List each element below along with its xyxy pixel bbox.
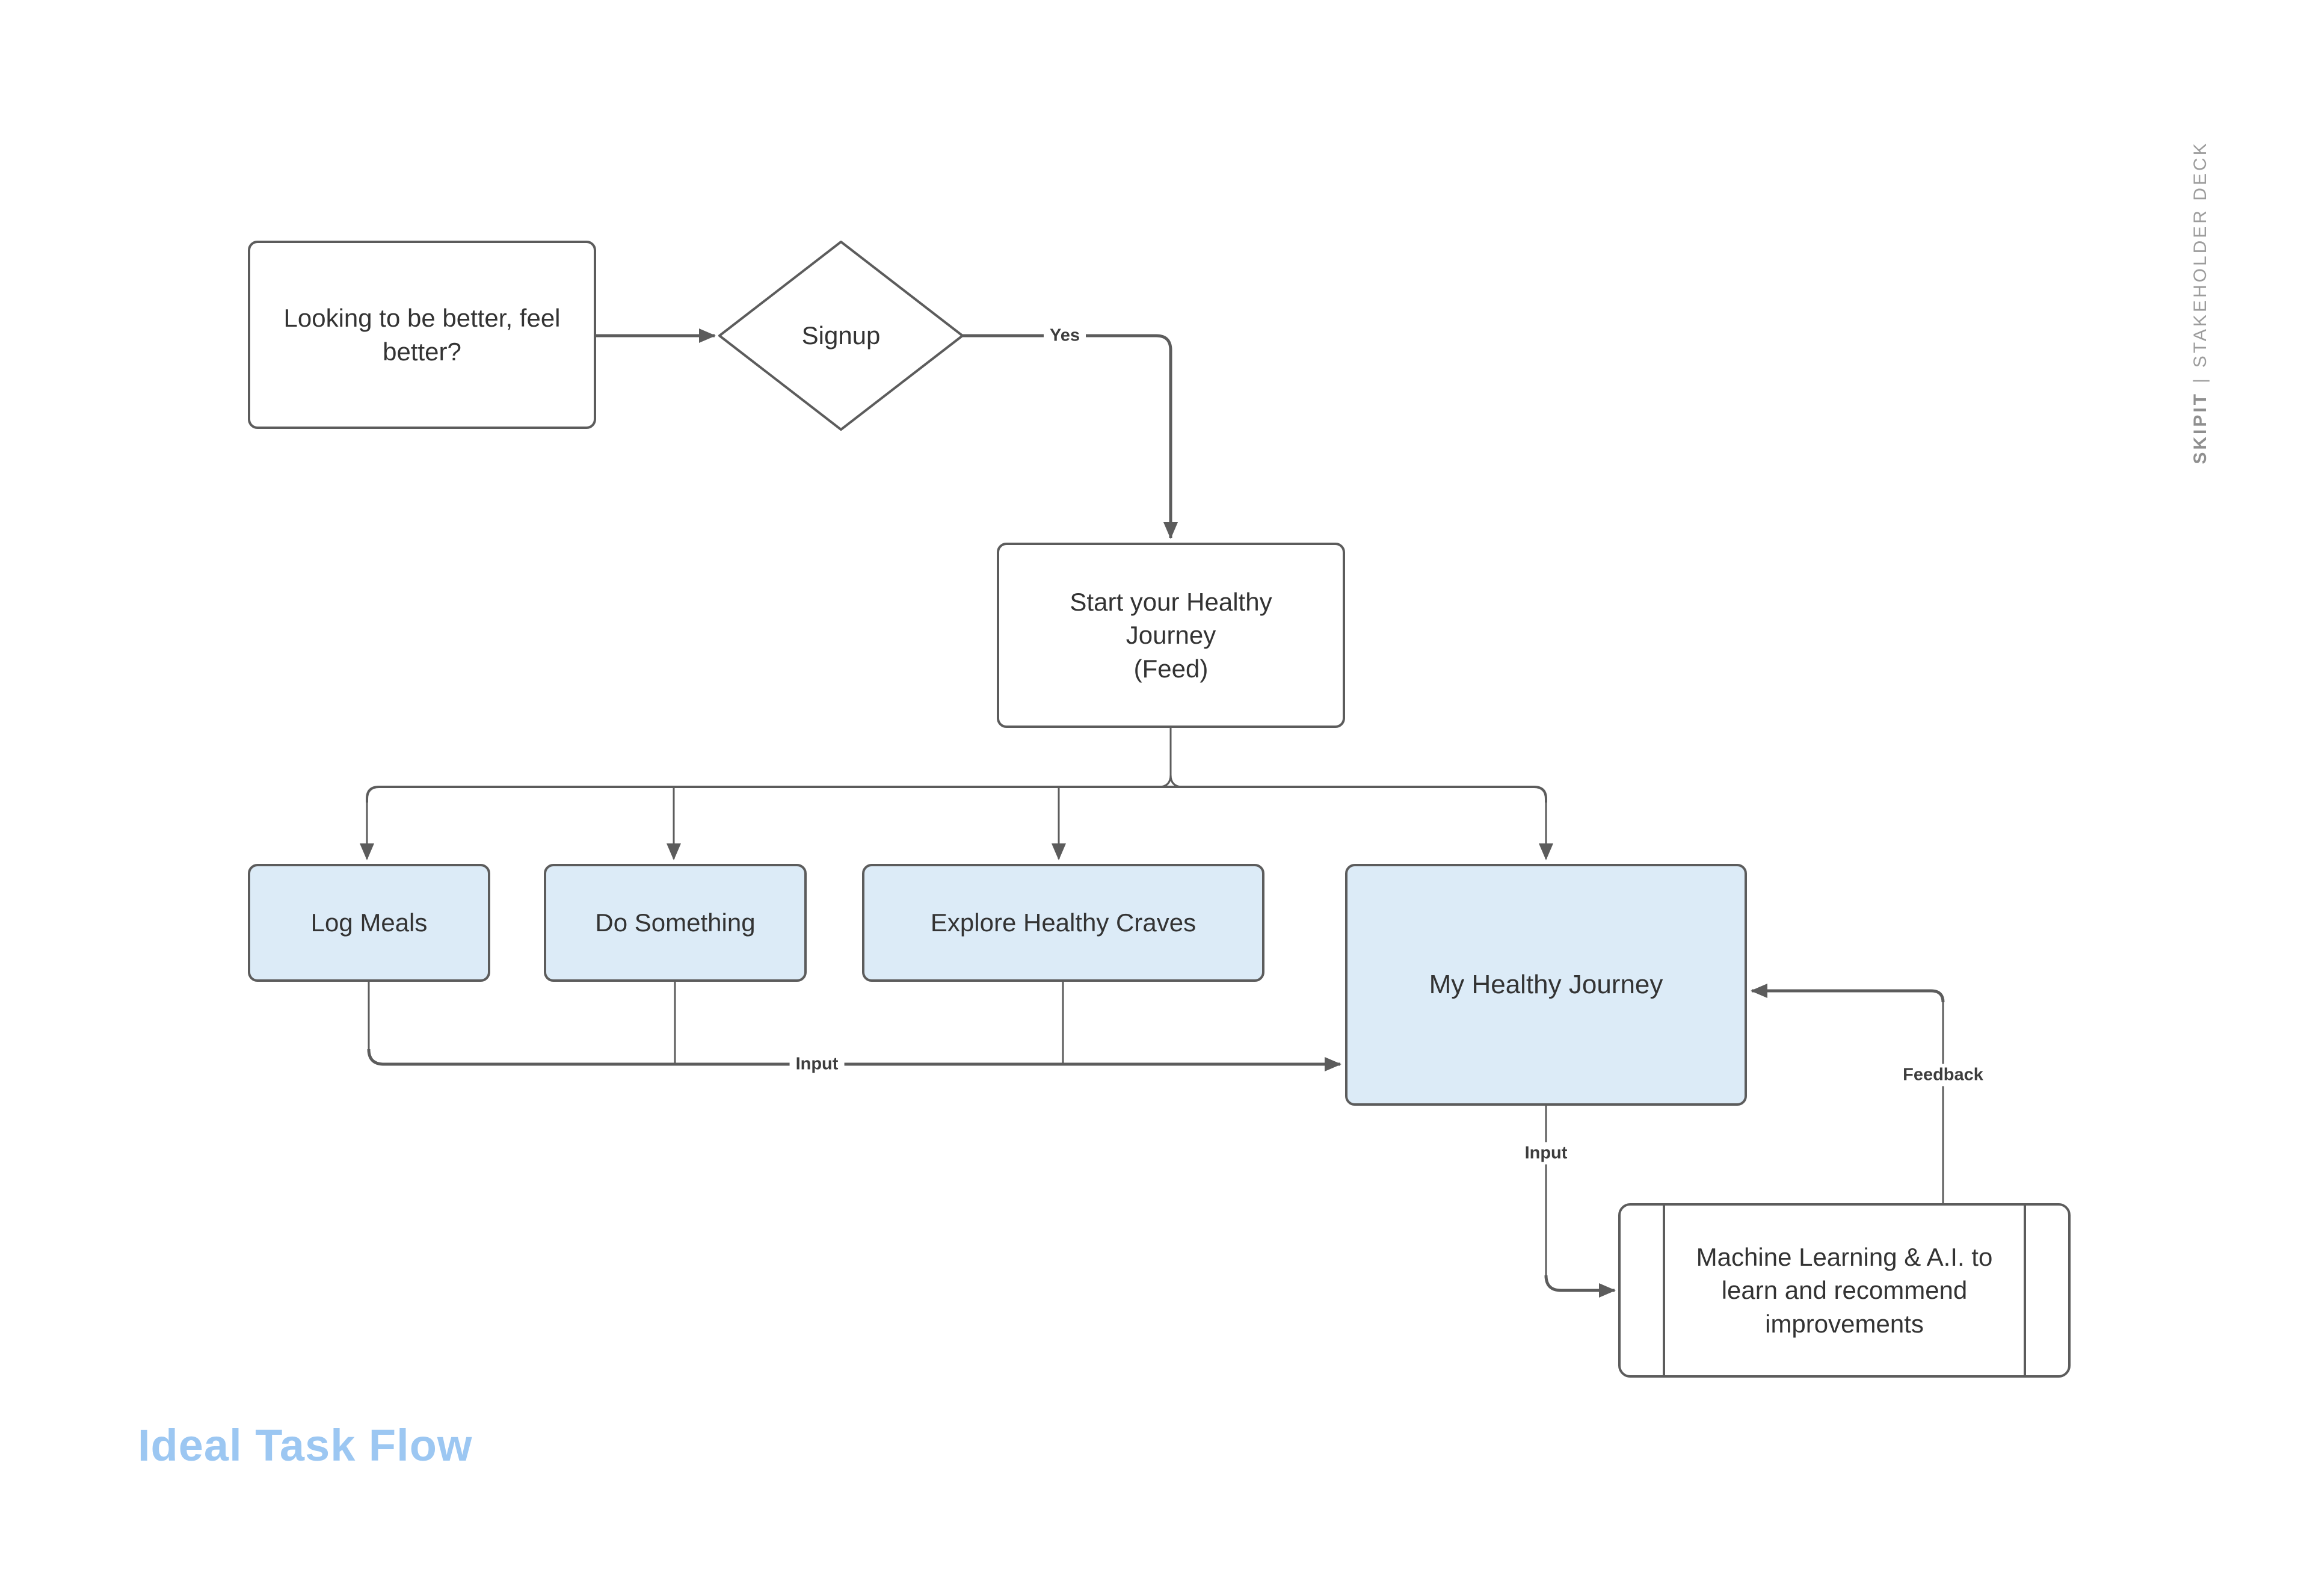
- predefined-process-bar-left: [1663, 1206, 1665, 1375]
- node-do-something: Do Something: [544, 864, 807, 982]
- watermark-separator: |: [2190, 376, 2210, 383]
- edge-input-to-journey: [367, 1049, 1341, 1071]
- page-title: Ideal Task Flow: [138, 1420, 473, 1470]
- node-prompt: Looking to be better, feel better?: [248, 241, 596, 429]
- node-feed-sublabel: (Feed): [1133, 654, 1209, 683]
- node-explore-healthy-craves: Explore Healthy Craves: [862, 864, 1264, 982]
- edge-input-to-ml: [1544, 1275, 1616, 1298]
- edge-signup-yes-to-feed: [962, 334, 1178, 539]
- node-prompt-label: Looking to be better, feel better?: [283, 304, 561, 366]
- edge-label-yes: Yes: [1044, 324, 1086, 347]
- node-log-meals: Log Meals: [248, 864, 490, 982]
- edge-label-input-ml: Input: [1518, 1142, 1574, 1165]
- watermark-brand: SKIPIT: [2190, 391, 2210, 464]
- node-journey-label: My Healthy Journey: [1429, 969, 1663, 999]
- node-signup-label: Signup: [801, 321, 881, 350]
- node-feed: Start your Healthy Journey (Feed): [997, 543, 1345, 728]
- predefined-process-bar-right: [2024, 1206, 2026, 1375]
- edge-feedback-to-journey: [1751, 984, 1945, 1003]
- watermark: SKIPIT | STAKEHOLDER DECK: [2190, 141, 2211, 464]
- node-ml-label: Machine Learning & A.I. to learn and rec…: [1696, 1242, 1993, 1338]
- branch-rail: [366, 786, 1547, 803]
- edge-feed-drop-fillet-left: [1158, 774, 1172, 788]
- signup-diamond-shape: [718, 241, 964, 431]
- edge-label-feedback: Feedback: [1897, 1064, 1989, 1086]
- edge-feed-drop-fillet-right: [1169, 774, 1183, 788]
- node-log-meals-label: Log Meals: [310, 908, 428, 937]
- edge-label-input-journey: Input: [789, 1053, 845, 1076]
- watermark-label: STAKEHOLDER DECK: [2190, 141, 2210, 368]
- node-my-healthy-journey: My Healthy Journey: [1345, 864, 1747, 1106]
- node-feed-label: Start your Healthy Journey: [1070, 587, 1272, 650]
- node-machine-learning: Machine Learning & A.I. to learn and rec…: [1618, 1203, 2071, 1378]
- node-explore-label: Explore Healthy Craves: [930, 908, 1197, 937]
- node-do-something-label: Do Something: [595, 908, 756, 937]
